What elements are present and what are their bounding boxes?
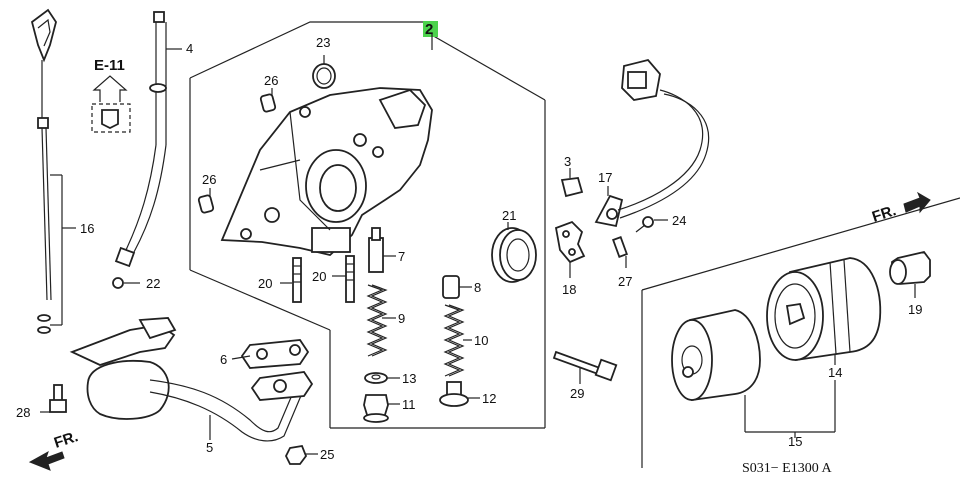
callout-24: 24 xyxy=(672,213,686,228)
callout-7: 7 xyxy=(398,249,405,264)
front-label-left: FR. xyxy=(52,428,80,452)
callout-14: 14 xyxy=(828,365,842,380)
plug-bolt-11 xyxy=(363,394,389,423)
dipstick xyxy=(30,8,76,334)
callout-25: 25 xyxy=(320,447,334,462)
front-arrow-left xyxy=(28,450,65,471)
callout-19: 19 xyxy=(908,302,922,317)
callout-10: 10 xyxy=(474,333,488,348)
callout-2-highlight xyxy=(423,21,438,37)
callout-17: 17 xyxy=(598,170,612,185)
bolt-29 xyxy=(552,350,618,384)
bolt-27 xyxy=(612,236,628,268)
callout-21: 21 xyxy=(502,208,516,223)
callout-26a: 26 xyxy=(264,73,278,88)
callout-3: 3 xyxy=(564,154,571,169)
callout-12: 12 xyxy=(482,391,496,406)
callout-4: 4 xyxy=(186,41,193,56)
plug-bolt-12 xyxy=(439,381,469,407)
gasket-6 xyxy=(231,339,314,401)
nut-25 xyxy=(284,444,318,465)
relief-valve-7 xyxy=(368,227,384,273)
diagram-code: S031− E1300 A xyxy=(742,461,832,476)
callout-23: 23 xyxy=(316,35,330,50)
callout-20b: 20 xyxy=(312,269,326,284)
oil-filter-15 xyxy=(671,309,836,438)
bolt-24 xyxy=(635,216,668,233)
collar-8 xyxy=(442,275,460,299)
oil-strainer xyxy=(69,317,307,442)
leader-lines xyxy=(209,34,480,405)
oil-pump-body xyxy=(220,87,433,256)
spring-9 xyxy=(366,284,388,357)
oil-seal-21 xyxy=(491,222,537,283)
collar-3 xyxy=(560,168,584,198)
callout-6: 6 xyxy=(220,352,227,367)
front-arrow-right xyxy=(903,191,931,214)
front-label-right: FR. xyxy=(870,202,898,226)
spring-10 xyxy=(443,304,465,377)
oil-filter-panel xyxy=(641,197,960,468)
washer-13 xyxy=(364,372,388,384)
o-ring-23 xyxy=(312,55,336,89)
bolt-28 xyxy=(40,384,67,413)
callout-29: 29 xyxy=(570,386,584,401)
callout-15: 15 xyxy=(788,434,802,449)
callout-22: 22 xyxy=(146,276,160,291)
callout-26b: 26 xyxy=(202,172,216,187)
callout-16: 16 xyxy=(80,221,94,236)
stud-bolt-20b xyxy=(345,255,355,303)
callout-11: 11 xyxy=(402,397,416,412)
filter-nipple-19 xyxy=(889,250,931,298)
oil-filter-14 xyxy=(766,257,882,365)
dowel-pin-26a xyxy=(259,93,277,113)
callout-labels: 2 3 4 5 6 7 8 9 10 11 12 13 14 15 16 17 … xyxy=(16,21,922,462)
sensor-harness-17 xyxy=(594,58,709,228)
callout-13: 13 xyxy=(402,371,416,386)
callout-5: 5 xyxy=(206,440,213,455)
bolt-22 xyxy=(112,277,140,289)
callout-27: 27 xyxy=(618,274,632,289)
callout-8: 8 xyxy=(474,280,481,295)
callout-20a: 20 xyxy=(258,276,272,291)
callout-28: 28 xyxy=(16,405,30,420)
callout-2: 2 xyxy=(425,21,433,38)
assembly-boundary-2 xyxy=(189,21,546,429)
callout-9: 9 xyxy=(398,311,405,326)
dipstick-tube xyxy=(114,11,182,268)
bracket-18 xyxy=(554,220,586,278)
reference-e11 xyxy=(91,75,131,133)
reference-e11-label: E-11 xyxy=(94,57,125,74)
stud-bolt-20a xyxy=(292,257,302,303)
dowel-pin-26b xyxy=(197,194,215,214)
callout-18: 18 xyxy=(562,282,576,297)
